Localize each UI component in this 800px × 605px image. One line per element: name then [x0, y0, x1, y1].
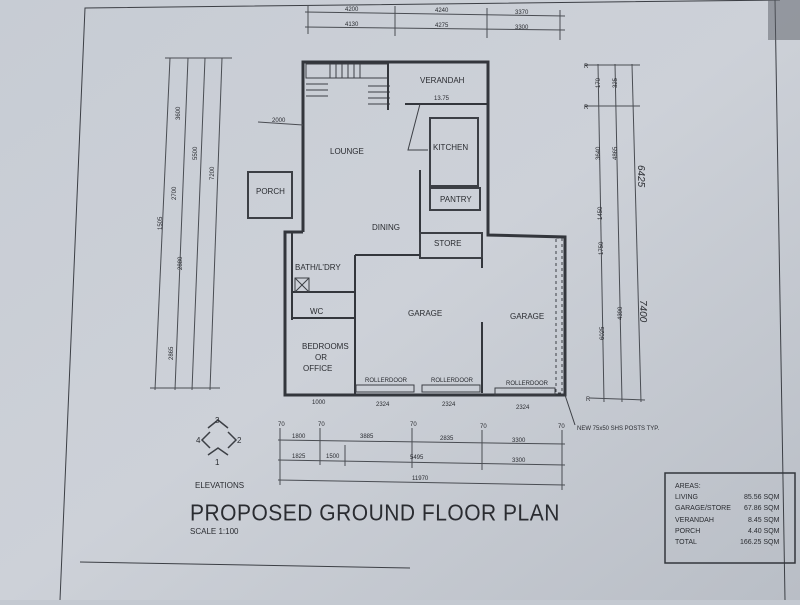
area-label: TOTAL: [675, 539, 697, 546]
dim-left: 1505: [158, 216, 164, 230]
room-labels: LOUNGE VERANDAH 13.75 KITCHEN PANTRY POR…: [256, 76, 544, 373]
dim-top: 3300: [515, 25, 529, 31]
room-label-garage: GARAGE: [408, 309, 442, 318]
sheet-border-left: [59, 0, 781, 601]
dim-top: 3370: [515, 10, 529, 16]
dim-right: 1750: [599, 241, 605, 255]
rollerdoor-width: 2324: [516, 405, 530, 411]
dim-bottom: 3885: [360, 434, 374, 440]
dim-top: 4130: [345, 22, 359, 28]
rollerdoor-label: ROLLERDOOR: [431, 378, 474, 384]
area-value: 166.25 SQM: [740, 539, 779, 546]
dim-top: 4240: [435, 8, 449, 14]
elevation-number: 2: [237, 436, 242, 445]
areas-table: AREAS: LIVING 85.56 SQM GARAGE/STORE 67.…: [664, 472, 796, 564]
sheet-border-right: [774, 0, 786, 601]
dim-right: 6025: [600, 326, 606, 340]
dim-left: 2880: [178, 256, 184, 270]
plan-title: PROPOSED GROUND FLOOR PLAN: [190, 499, 560, 525]
notes-block: [768, 0, 800, 40]
dim-bottom: 1825: [292, 454, 306, 460]
handwritten-dim: 7400: [637, 300, 648, 323]
area-label: LIVING: [675, 494, 698, 501]
dim-right: 3640: [596, 146, 602, 160]
room-label-verandah: VERANDAH: [420, 76, 465, 85]
dim-left: 2865: [169, 346, 175, 360]
r-marker: R: [584, 105, 589, 111]
right-dimensions: 170 325 3640 4865 1450 1750 6025 4390 64…: [584, 63, 648, 403]
room-label-bedroom: BEDROOMS: [302, 342, 349, 351]
dim-left: 5500: [193, 146, 199, 160]
verandah-area: 13.75: [434, 96, 450, 102]
dim-left: 2700: [172, 186, 178, 200]
room-label-pantry: PANTRY: [440, 195, 472, 204]
plan-scale: SCALE 1:100: [190, 527, 239, 536]
dim-bottom: 3300: [512, 458, 526, 464]
elevations-label: ELEVATIONS: [195, 481, 244, 490]
elevation-number: 4: [196, 436, 201, 445]
room-label-bath-laundry: BATH/L'DRY: [295, 263, 341, 272]
door-width: 1000: [312, 400, 326, 406]
area-value: 85.56 SQM: [744, 494, 780, 501]
r-marker: R: [584, 64, 589, 70]
dim-right: 170: [596, 77, 602, 88]
dim-bottom: 3300: [512, 438, 526, 444]
areas-heading: AREAS:: [675, 483, 701, 490]
handwritten-dim: 6425: [635, 165, 646, 188]
dim-right: 4865: [613, 146, 619, 160]
elevations-compass-icon: 3 1 4 2: [196, 416, 242, 467]
left-dimensions: 3600 2700 2880 2865 5500 7200 1505: [150, 57, 232, 391]
bottom-dimensions: 1800 3885 2835 3300 1825 1500 5495 3300 …: [277, 422, 565, 490]
room-label-bedroom: OR: [315, 353, 327, 362]
dim-right: 4390: [618, 306, 624, 320]
area-value: 8.45 SQM: [748, 517, 780, 524]
rollerdoor-width: 2324: [442, 402, 456, 408]
dim-bottom-small: 70: [410, 422, 417, 428]
building-walls: 2000: [247, 60, 576, 426]
area-value: 4.40 SQM: [748, 528, 780, 535]
porch-dimension: 2000: [272, 118, 286, 124]
dim-bottom: 2835: [440, 436, 454, 442]
room-label-lounge: LOUNGE: [330, 147, 364, 156]
room-label-kitchen: KITCHEN: [433, 143, 468, 152]
rollerdoor-label: ROLLERDOOR: [506, 381, 549, 387]
room-label-porch: PORCH: [256, 187, 285, 196]
room-label-bedroom: OFFICE: [303, 364, 332, 373]
elevation-number: 3: [215, 416, 220, 425]
room-label-wc: WC: [310, 307, 324, 316]
area-value: 67.86 SQM: [744, 505, 780, 512]
room-label-store: STORE: [434, 239, 461, 248]
dim-bottom: 5495: [410, 455, 424, 461]
dim-bottom-total: 11970: [412, 476, 429, 482]
area-label: GARAGE/STORE: [675, 505, 731, 512]
area-label: VERANDAH: [675, 517, 714, 524]
dim-bottom: 1500: [326, 454, 340, 460]
dim-left: 3600: [176, 106, 182, 120]
dim-bottom-small: 70: [278, 422, 285, 428]
dim-top: 4275: [435, 23, 449, 29]
post-note: NEW 75x50 SHS POSTS TYP.: [577, 426, 659, 432]
sheet-bottom-line: [79, 561, 411, 569]
dim-bottom-small: 70: [318, 422, 325, 428]
elevation-number: 1: [215, 458, 220, 467]
dim-right: 1450: [598, 206, 604, 220]
top-dimensions: 4200 4240 3370 4130 4275 3300: [304, 6, 566, 40]
dim-bottom-small: 70: [480, 424, 487, 430]
rollerdoors: ROLLERDOOR ROLLERDOOR ROLLERDOOR 2324 23…: [312, 378, 659, 432]
room-label-garage: GARAGE: [510, 312, 544, 321]
dim-right: 325: [613, 77, 619, 88]
dim-left: 7200: [210, 166, 216, 180]
dim-bottom-small: 70: [558, 424, 565, 430]
room-label-dining: DINING: [372, 223, 400, 232]
rollerdoor-label: ROLLERDOOR: [365, 378, 408, 384]
rollerdoor-width: 2324: [376, 402, 390, 408]
area-label: PORCH: [675, 528, 700, 535]
dim-bottom: 1800: [292, 434, 306, 440]
r-marker: R: [586, 397, 591, 403]
dim-top: 4200: [345, 7, 359, 13]
